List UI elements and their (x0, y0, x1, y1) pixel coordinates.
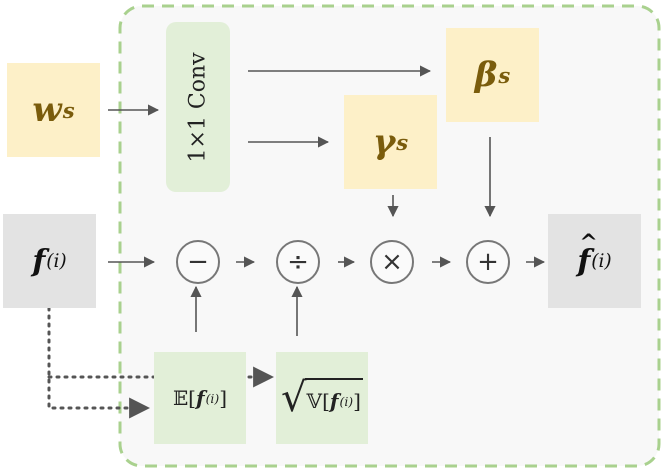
minus-operator: − (176, 240, 220, 284)
feature-input-base: f (32, 243, 46, 279)
feature-input-sup: (i) (46, 250, 67, 272)
mean-sup: (i) (205, 390, 220, 406)
gamma-base: γ (372, 122, 396, 162)
plus-symbol: + (477, 247, 499, 277)
mean-base: f (195, 386, 205, 410)
beta-sub: s (498, 62, 511, 88)
divide-symbol: ÷ (287, 247, 309, 277)
variance-node: √ 𝕍[f(i)] (276, 352, 368, 444)
style-vector-sub: s (62, 97, 75, 123)
sqrt-sign: √ (281, 375, 307, 421)
minus-symbol: − (187, 247, 209, 277)
feature-output-sup: (i) (591, 250, 612, 272)
variance-sup: (i) (339, 393, 354, 409)
times-operator: × (370, 240, 414, 284)
conv-label: 1×1 Conv (185, 51, 211, 163)
style-vector-base: w (32, 90, 62, 130)
dotted-f-to-mean (47, 306, 151, 419)
gamma-sub: s (396, 129, 409, 155)
feature-output-hat: ^ (579, 229, 598, 256)
divide-operator: ÷ (276, 240, 320, 284)
variance-close: ] (353, 389, 361, 413)
feature-output-hat-wrap: ^f (577, 230, 597, 279)
times-symbol: × (381, 247, 403, 277)
conv-node: 1×1 Conv (166, 22, 230, 192)
feature-output-base: f (577, 243, 591, 279)
variance-op: 𝕍[ (306, 389, 330, 413)
mean-op: 𝔼[ (172, 386, 196, 410)
beta-base: β (474, 55, 498, 95)
feature-output-node: ^f (i) (548, 214, 641, 308)
mean-node: 𝔼[f(i)] (154, 352, 246, 444)
feature-input-node: f(i) (3, 214, 96, 308)
plus-operator: + (466, 240, 510, 284)
variance-body: 𝕍[f(i)] (304, 378, 363, 418)
variance-base: f (329, 389, 339, 413)
mean-close: ] (219, 386, 228, 410)
variance-sqrt: √ 𝕍[f(i)] (281, 378, 363, 418)
